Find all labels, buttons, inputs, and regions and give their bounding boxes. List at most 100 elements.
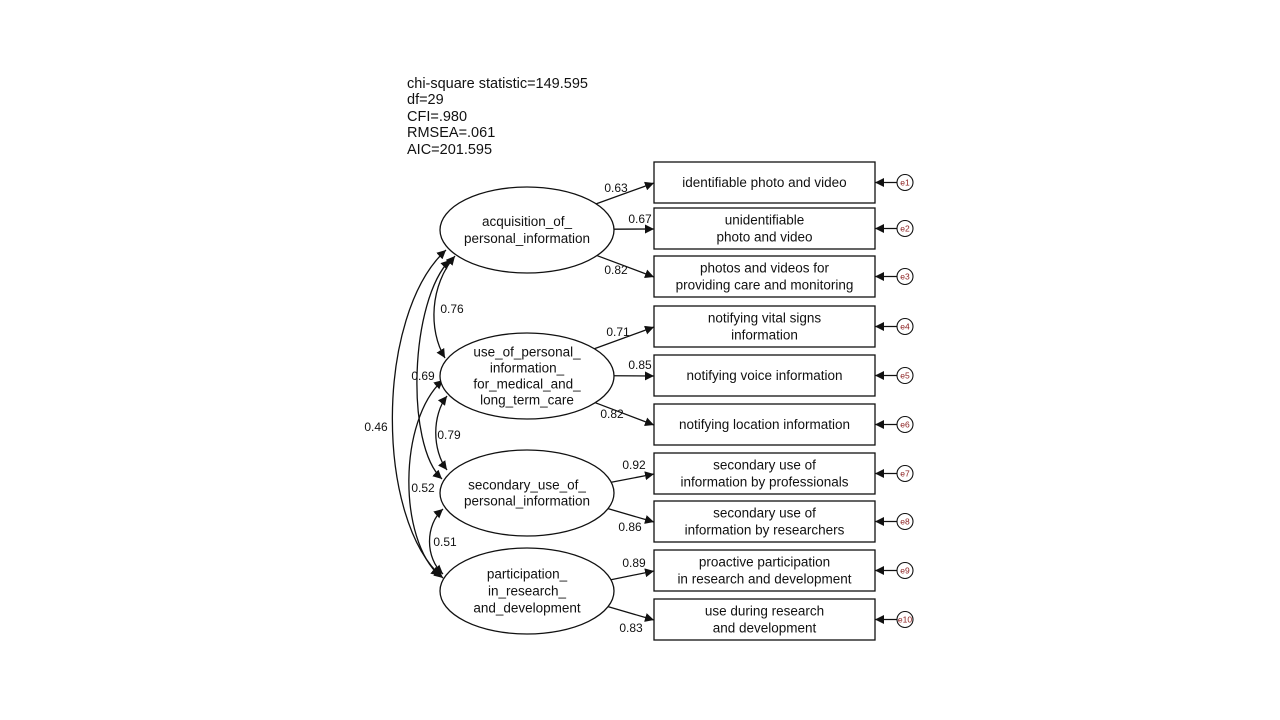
loading-value: 0.89	[622, 556, 646, 570]
latent-label-line: in_research_	[488, 584, 567, 599]
loading-arrow	[607, 606, 655, 622]
indicator-label-line: proactive participation	[699, 555, 830, 570]
loading-arrow	[607, 508, 655, 524]
error-term-e10: e10	[896, 610, 914, 629]
error-label: e7	[900, 469, 910, 479]
loading-arrow	[596, 254, 655, 279]
error-term-e6: e6	[896, 415, 914, 434]
error-label: e8	[900, 517, 910, 527]
indicator-label-line: in research and development	[677, 572, 851, 587]
correlation-value-f2-f3: 0.79	[437, 428, 461, 442]
indicator-box	[653, 598, 876, 641]
loading-value: 0.63	[604, 181, 628, 195]
indicator-box	[653, 452, 876, 495]
error-term-e3: e3	[896, 267, 914, 286]
error-circle	[896, 512, 914, 531]
indicator-label-line: notifying voice information	[686, 368, 842, 383]
latent-f1: acquisition_of_ personal_information	[439, 186, 615, 274]
indicator-label-line: and development	[713, 621, 817, 636]
coefficient-labels: 0.630.670.820.710.850.820.920.860.890.83…	[364, 181, 652, 635]
indicator-5: notifying voice information	[653, 354, 876, 397]
error-term-e5: e5	[896, 366, 914, 385]
loading-arrows	[594, 178, 897, 624]
correlation-value-f1-f4: 0.46	[364, 420, 388, 434]
loading-arrow	[611, 471, 655, 483]
loading-arrow	[595, 402, 655, 427]
indicator-label-line: photo and video	[716, 230, 812, 245]
fit-stat-df: df=29	[407, 92, 444, 109]
indicator-box	[653, 354, 876, 397]
indicator-1: identifiable photo and video	[653, 161, 876, 204]
latent-ellipse	[439, 332, 615, 420]
indicator-label-line: secondary use of	[713, 506, 816, 521]
indicator-6: notifying location information	[653, 403, 876, 446]
latent-label-line: and_development	[473, 601, 581, 616]
latent-f3: secondary_use_of_personal_information	[439, 449, 615, 537]
loading-value: 0.82	[600, 407, 624, 421]
error-circle	[896, 219, 914, 238]
error-circle	[896, 464, 914, 483]
correlation-arrow-f2-f4	[408, 379, 444, 577]
latent-label-line: secondary_use_of_	[468, 478, 586, 493]
error-label: e5	[900, 371, 910, 381]
error-circle	[896, 317, 914, 336]
indicator-label-line: unidentifiable	[725, 213, 805, 228]
error-term-e7: e7	[896, 464, 914, 483]
indicator-label-line: notifying location information	[679, 417, 850, 432]
error-label: e9	[900, 566, 910, 576]
loading-value: 0.67	[628, 212, 652, 226]
error-term-e2: e2	[896, 219, 914, 238]
correlation-arrow-f1-f4	[391, 249, 447, 579]
error-circle	[896, 415, 914, 434]
fit-stat-cfi: CFI=.980	[407, 108, 468, 125]
indicator-label-line: secondary use of	[713, 458, 816, 473]
indicator-label-line: use during research	[705, 604, 824, 619]
correlation-value-f2-f4: 0.52	[411, 481, 435, 495]
latent-label-line: use_of_personal_	[473, 345, 581, 360]
correlation-arrows	[391, 249, 456, 579]
error-circle	[896, 366, 914, 385]
latent-label-line: personal_information	[464, 231, 590, 246]
indicator-label-line: information	[731, 328, 798, 343]
loading-value: 0.85	[628, 358, 652, 372]
error-term-e1: e1	[896, 173, 914, 192]
latent-label-line: long_term_care	[480, 393, 574, 408]
error-circle	[896, 267, 914, 286]
fit-stat-chi-square: chi-square statistic=149.595	[407, 76, 588, 92]
fit-statistics: chi-square statistic=149.595 df=29 CFI=.…	[407, 76, 588, 158]
error-circle	[896, 610, 914, 629]
error-label: e10	[898, 615, 912, 625]
loading-arrow	[594, 325, 655, 350]
latent-f2: use_of_personal_information_for_medical_…	[439, 332, 615, 420]
indicator-label-line: photos and videos for	[700, 261, 830, 276]
indicator-4: notifying vital signs information	[653, 305, 876, 348]
indicator-label-line: providing care and monitoring	[676, 278, 854, 293]
error-term-e4: e4	[896, 317, 914, 336]
indicator-3: photos and videos for providing care and …	[653, 255, 876, 298]
correlation-value-f3-f4: 0.51	[433, 535, 457, 549]
loading-value: 0.86	[618, 520, 642, 534]
error-term-e8: e8	[896, 512, 914, 531]
loading-arrow	[595, 181, 655, 205]
indicator-box	[653, 500, 876, 543]
correlation-value-f1-f3: 0.69	[411, 369, 435, 383]
indicator-box	[653, 549, 876, 592]
loading-value: 0.83	[619, 621, 643, 635]
indicator-box	[653, 161, 876, 204]
indicator-box	[653, 305, 876, 348]
latent-label-line: acquisition_of_	[482, 214, 573, 229]
fit-stat-rmsea: RMSEA=.061	[407, 125, 496, 142]
correlation-value-f1-f2: 0.76	[440, 302, 464, 316]
latent-label-line: for_medical_and_	[473, 377, 581, 392]
latent-label-line: information_	[490, 361, 565, 376]
error-label: e3	[900, 272, 910, 282]
correlation-arrow-f3-f4	[428, 508, 444, 575]
loading-value: 0.82	[604, 263, 628, 277]
latent-ellipse	[439, 449, 615, 537]
indicator-box	[653, 403, 876, 446]
latent-label-line: participation_	[487, 567, 568, 582]
indicator-label-line: notifying vital signs	[708, 311, 822, 326]
error-label: e4	[900, 322, 910, 332]
